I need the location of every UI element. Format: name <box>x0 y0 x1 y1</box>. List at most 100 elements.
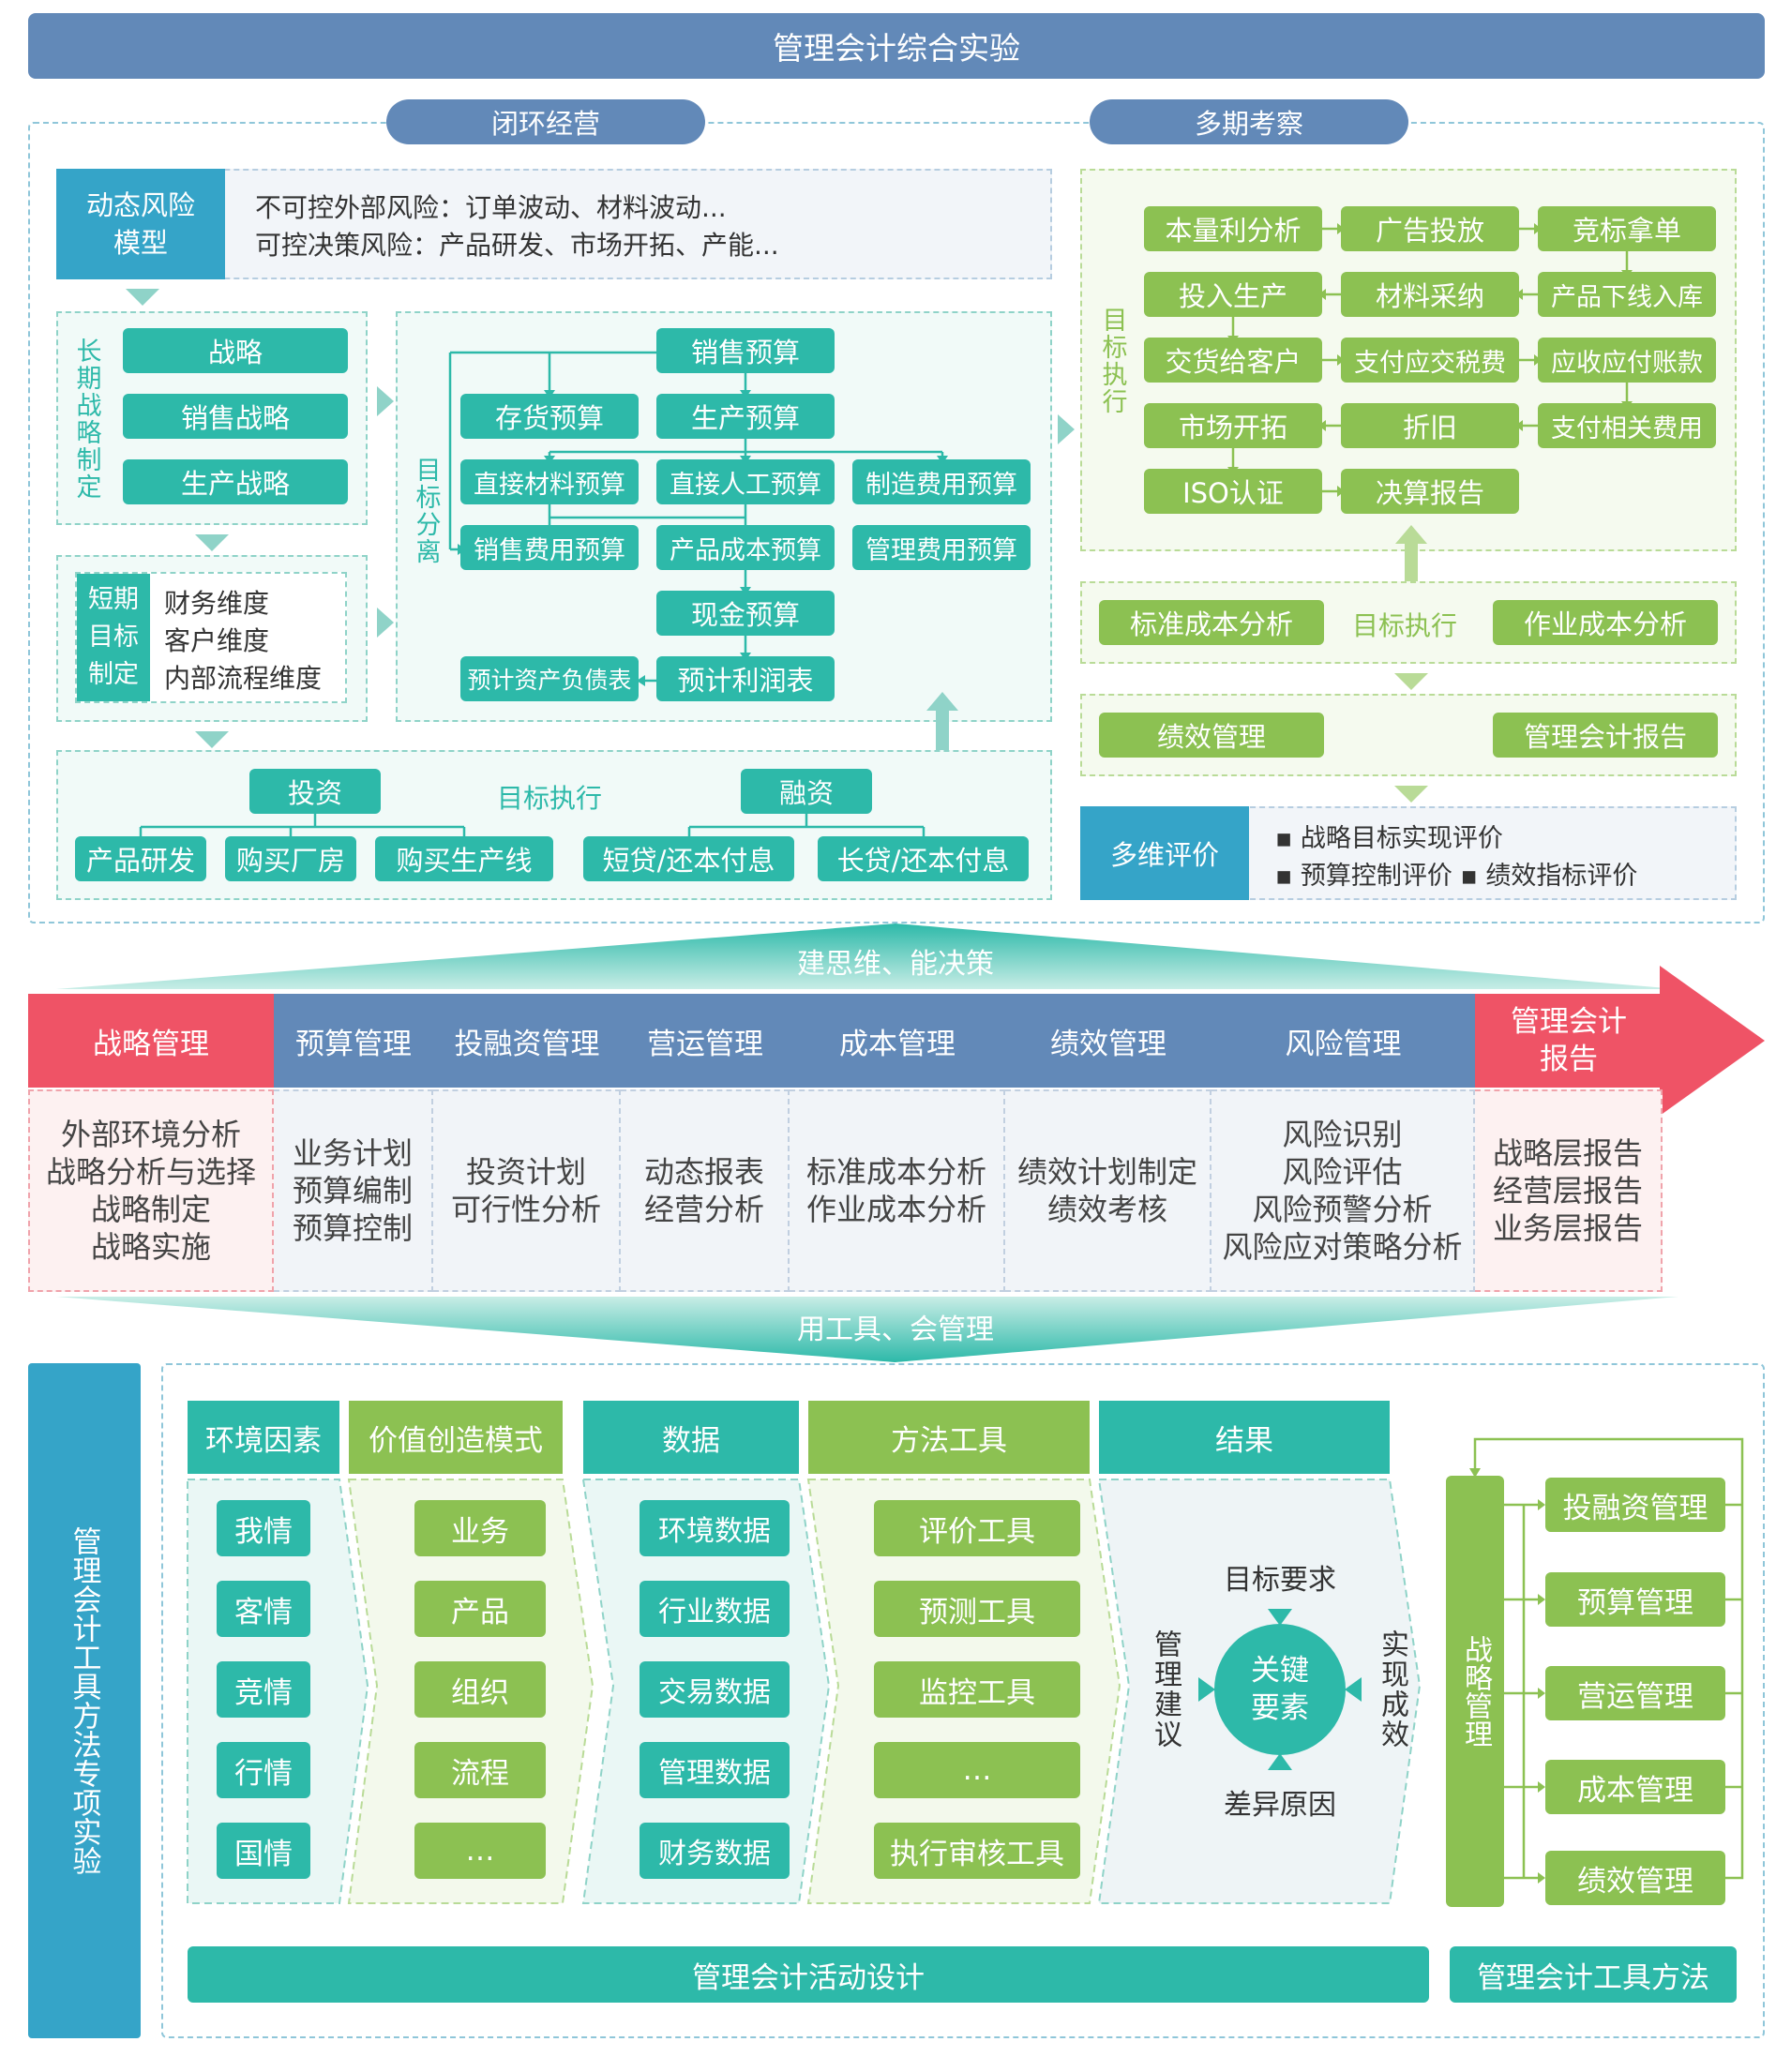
banner-top-text: 建思维、能决策 <box>797 948 994 981</box>
balance-sheet-budget: 预计资产负债表 <box>460 656 639 701</box>
start-production: 投入生产 <box>1144 272 1322 317</box>
header-environment: 环境因素 <box>188 1401 339 1474</box>
process-dimension: 内部流程维度 <box>164 663 323 694</box>
short-term-label: 短期目标制定 <box>77 574 150 701</box>
tools-method-bar: 管理会计工具方法 <box>1450 1946 1737 2003</box>
header-investment: 投融资管理 <box>433 994 621 1088</box>
bottom-side-label-text: 管理会计工具方法专项实验 <box>67 1526 101 1875</box>
strategy-management-text: 战略管理 <box>1459 1635 1492 1748</box>
result-bottom-label: 差异原因 <box>1224 1789 1336 1822</box>
strategy-box: 战略 <box>123 328 348 373</box>
inventory-budget: 存货预算 <box>460 394 639 439</box>
value-business: 业务 <box>414 1500 546 1556</box>
banner-bottom-text: 用工具、会管理 <box>797 1314 994 1346</box>
customer-dimension: 客户维度 <box>164 625 270 656</box>
header-risk: 风险管理 <box>1212 994 1475 1088</box>
header-data: 数据 <box>583 1401 799 1474</box>
final-report: 决算报告 <box>1341 469 1519 514</box>
labor-budget: 直接人工预算 <box>656 459 835 504</box>
performance-management: 绩效管理 <box>1099 713 1324 758</box>
product-warehousing: 产品下线入库 <box>1538 272 1716 317</box>
tool-forecast: 预测工具 <box>874 1581 1080 1637</box>
data-industry: 行业数据 <box>640 1581 790 1637</box>
depreciation: 折旧 <box>1341 403 1519 448</box>
mgmt-performance: 绩效管理 <box>1545 1851 1725 1905</box>
header-budget: 预算管理 <box>274 994 433 1088</box>
mgmt-operation: 营运管理 <box>1545 1666 1725 1720</box>
key-element-circle: 关键 要素 <box>1214 1624 1346 1755</box>
bid-order: 竞标拿单 <box>1538 206 1716 251</box>
down-triangle-icon <box>195 534 229 551</box>
env-customer: 客情 <box>217 1581 310 1637</box>
short-loan-box: 短贷/还本付息 <box>583 836 794 881</box>
data-environment: 环境数据 <box>640 1500 790 1556</box>
bottom-side-label: 管理会计工具方法专项实验 <box>28 1363 141 2038</box>
activity-cost-analysis: 作业成本分析 <box>1493 600 1718 645</box>
standard-cost-analysis: 标准成本分析 <box>1099 600 1324 645</box>
closed-loop-badge: 闭环经营 <box>386 99 705 144</box>
risk-line-1: 不可控外部风险：订单波动、材料波动... <box>255 192 727 223</box>
header-value-creation: 价值创造模式 <box>349 1401 563 1474</box>
activity-design-bar: 管理会计活动设计 <box>188 1946 1429 2003</box>
production-line-box: 购买生产线 <box>375 836 553 881</box>
invest-box: 投资 <box>249 769 381 814</box>
execution-title: 目标执行 <box>497 783 603 814</box>
data-finance: 财务数据 <box>640 1823 790 1879</box>
mid-content-row: 外部环境分析 战略分析与选择 战略制定 战略实施 业务计划 预算编制 预算控制 … <box>28 1089 1663 1292</box>
content-operation: 动态报表 经营分析 <box>621 1089 790 1292</box>
content-strategy: 外部环境分析 战略分析与选择 战略制定 战略实施 <box>28 1089 274 1292</box>
down-triangle-icon <box>1394 786 1428 803</box>
header-report: 管理会计 报告 <box>1475 994 1663 1088</box>
long-loan-box: 长贷/还本付息 <box>818 836 1029 881</box>
bottom-section-frame <box>161 1363 1765 2038</box>
eval-line-1: ▪ 战略目标实现评价 <box>1275 824 1503 853</box>
pay-expenses: 支付相关费用 <box>1538 403 1716 448</box>
down-triangle-icon <box>126 289 159 306</box>
target-separation-label: 目标分离 <box>411 457 441 565</box>
mid-header-row: 战略管理 预算管理 投融资管理 营运管理 成本管理 绩效管理 风险管理 管理会计… <box>28 994 1663 1088</box>
tool-more: … <box>874 1742 1080 1798</box>
production-strategy-box: 生产战略 <box>123 459 348 504</box>
market-development: 市场开拓 <box>1144 403 1322 448</box>
strategy-management-bar: 战略管理 <box>1446 1476 1504 1907</box>
result-left-label: 管理建议 <box>1149 1629 1181 1749</box>
header-result: 结果 <box>1099 1401 1390 1474</box>
right-triangle-icon <box>377 386 394 416</box>
production-budget: 生产预算 <box>656 394 835 439</box>
overhead-budget: 制造费用预算 <box>852 459 1031 504</box>
mgmt-budget: 预算管理 <box>1545 1572 1725 1627</box>
content-report: 战略层报告 经营层报告 业务层报告 <box>1475 1089 1663 1292</box>
management-accounting-report: 管理会计报告 <box>1493 713 1718 758</box>
finance-box: 融资 <box>741 769 872 814</box>
mgmt-investment: 投融资管理 <box>1545 1478 1725 1532</box>
right-exec-label: 目标执行 <box>1097 307 1127 415</box>
sales-expense-budget: 销售费用预算 <box>460 525 639 570</box>
multi-period-badge: 多期考察 <box>1090 99 1408 144</box>
cost-row-mid-label: 目标执行 <box>1352 610 1458 641</box>
env-nation: 国情 <box>217 1823 310 1879</box>
tool-evaluation: 评价工具 <box>874 1500 1080 1556</box>
right-triangle-icon <box>1058 414 1075 444</box>
tool-audit: 执行审核工具 <box>874 1823 1080 1879</box>
iso-certification: ISO认证 <box>1144 469 1322 514</box>
content-cost: 标准成本分析 作业成本分析 <box>790 1089 1005 1292</box>
short-term-label-text: 短期目标制定 <box>88 585 139 689</box>
cash-budget: 现金预算 <box>656 591 835 636</box>
pay-taxes: 支付应交税费 <box>1341 338 1519 383</box>
env-self: 我情 <box>217 1500 310 1556</box>
sales-strategy-box: 销售战略 <box>123 394 348 439</box>
header-tools: 方法工具 <box>808 1401 1090 1474</box>
risk-label: 动态风险 模型 <box>56 169 225 279</box>
top-section-frame <box>28 122 1765 923</box>
down-triangle-icon <box>195 731 229 748</box>
value-product: 产品 <box>414 1581 546 1637</box>
material-purchase: 材料采纳 <box>1341 272 1519 317</box>
value-organization: 组织 <box>414 1661 546 1718</box>
page-title: 管理会计综合实验 <box>28 13 1765 79</box>
product-cost-budget: 产品成本预算 <box>656 525 835 570</box>
